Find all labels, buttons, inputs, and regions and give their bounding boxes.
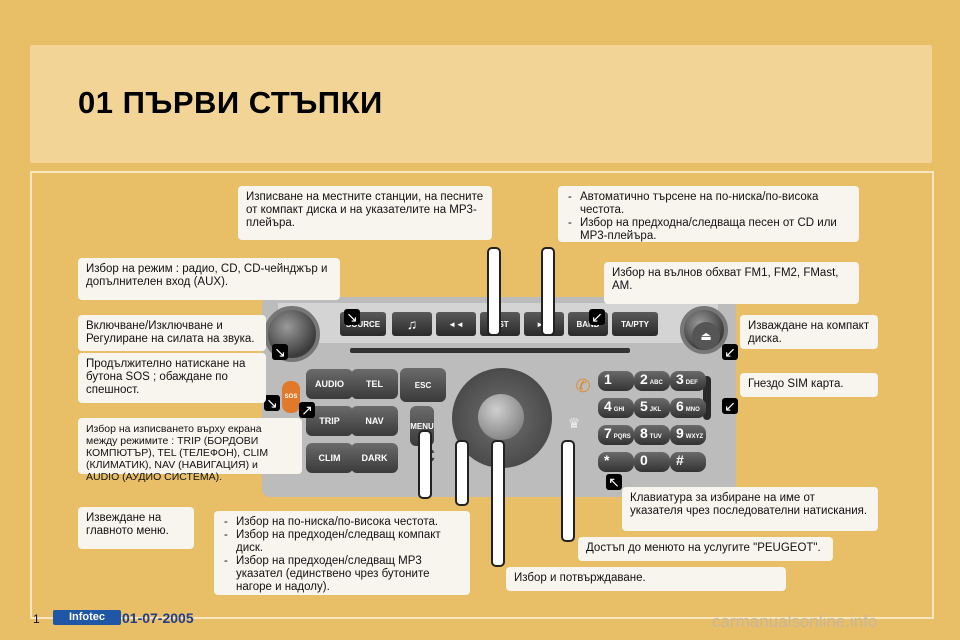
arrow-source-icon: ↘: [344, 309, 360, 325]
note-eject: Изваждане на компакт диска.: [740, 315, 878, 349]
note-power-volume: Включване/Изключване и Регулиране на сил…: [78, 315, 266, 351]
note-keypad: Клавиатура за избиране на име от указате…: [622, 487, 878, 531]
ta-pty-button[interactable]: TA/PTY: [612, 312, 658, 336]
note-mode-select: Избор на режим : радио, CD, CD-чейнджър …: [78, 258, 340, 300]
dpad-item-2: Избор на предходен/следващ компакт диск.: [224, 529, 462, 555]
arrow-mode-icon: ↗: [299, 402, 315, 418]
arrow-keypad-icon: ↖: [606, 474, 622, 490]
confirm-pointer: [491, 440, 505, 567]
list-pointer: [487, 247, 501, 336]
arrow-eject-icon: ↙: [722, 344, 738, 360]
peugeot-lion-icon[interactable]: ♛: [567, 415, 581, 431]
phone-icon[interactable]: ✆: [575, 376, 591, 396]
seek-back-button[interactable]: ◄◄: [436, 312, 476, 336]
dpad-item-1: Избор на по-ниска/по-висока честота.: [224, 516, 462, 529]
note-display-mode: Избор на изписването върху екрана между …: [78, 418, 302, 483]
note-seek: Автоматично търсене на по-ниска/по-висок…: [558, 186, 859, 242]
arrow-band-icon: ↙: [589, 309, 605, 325]
infotec-logo: Infotec: [53, 610, 121, 625]
note-peugeot-menu: Достъп до менюто на услугите "PEUGEOT".: [578, 537, 833, 561]
sim-slot: [703, 376, 711, 420]
seek-pointer: [541, 247, 555, 336]
peugeot-pointer: [561, 440, 575, 542]
tel-button[interactable]: TEL: [351, 369, 398, 399]
page-number: 1: [33, 612, 40, 626]
note-sos-press: Продължително натискане на бутона SOS ; …: [78, 353, 266, 403]
page-title: 01 ПЪРВИ СТЪПКИ: [78, 85, 383, 120]
dpad-item-3: Избор на предходен/следващ MP3 указател …: [224, 555, 462, 594]
key-star[interactable]: *: [598, 452, 634, 472]
nav-button[interactable]: NAV: [351, 406, 398, 436]
dpad-pointer: [455, 440, 469, 506]
note-sim-slot: Гнездо SIM карта.: [740, 373, 878, 397]
dark-button[interactable]: DARK: [351, 443, 398, 473]
audio-button[interactable]: AUDIO: [306, 369, 353, 399]
cd-slot: [350, 348, 630, 353]
seek-item-2: Избор на предходна/следваща песен от CD …: [568, 217, 851, 243]
key-hash[interactable]: #: [670, 452, 706, 472]
arrow-volume-icon: ↘: [272, 344, 288, 360]
note-band-select: Избор на вълнов обхват FM1, FM2, FMast, …: [604, 262, 859, 304]
note-list-display: Изписване на местните станции, на песнит…: [238, 186, 492, 240]
watermark: carmanualsonline.info: [712, 612, 878, 631]
clim-button[interactable]: CLIM: [306, 443, 353, 473]
arrow-sim-icon: ↙: [722, 398, 738, 414]
main-frame: [30, 171, 934, 619]
note-confirm: Избор и потвърждаване.: [506, 567, 786, 591]
dpad-center-knob[interactable]: [478, 394, 524, 440]
title-panel: [30, 45, 932, 163]
key-1[interactable]: 1: [598, 371, 634, 391]
key-0[interactable]: 0: [634, 452, 670, 472]
footer-date: 01-07-2005: [122, 610, 194, 626]
arrow-sos-icon: ↘: [264, 395, 280, 411]
note-main-menu: Извеждане на главното меню.: [78, 507, 194, 549]
seek-item-1: Автоматично търсене на по-ниска/по-висок…: [568, 191, 851, 217]
eject-icon[interactable]: ⏏: [692, 322, 720, 350]
menu-pointer: [418, 430, 432, 499]
note-dpad: Избор на по-ниска/по-висока честота. Изб…: [214, 511, 470, 595]
sos-button[interactable]: SOS: [282, 381, 300, 413]
music-note-button[interactable]: ♫: [392, 312, 432, 336]
esc-button[interactable]: ESC: [400, 368, 446, 402]
